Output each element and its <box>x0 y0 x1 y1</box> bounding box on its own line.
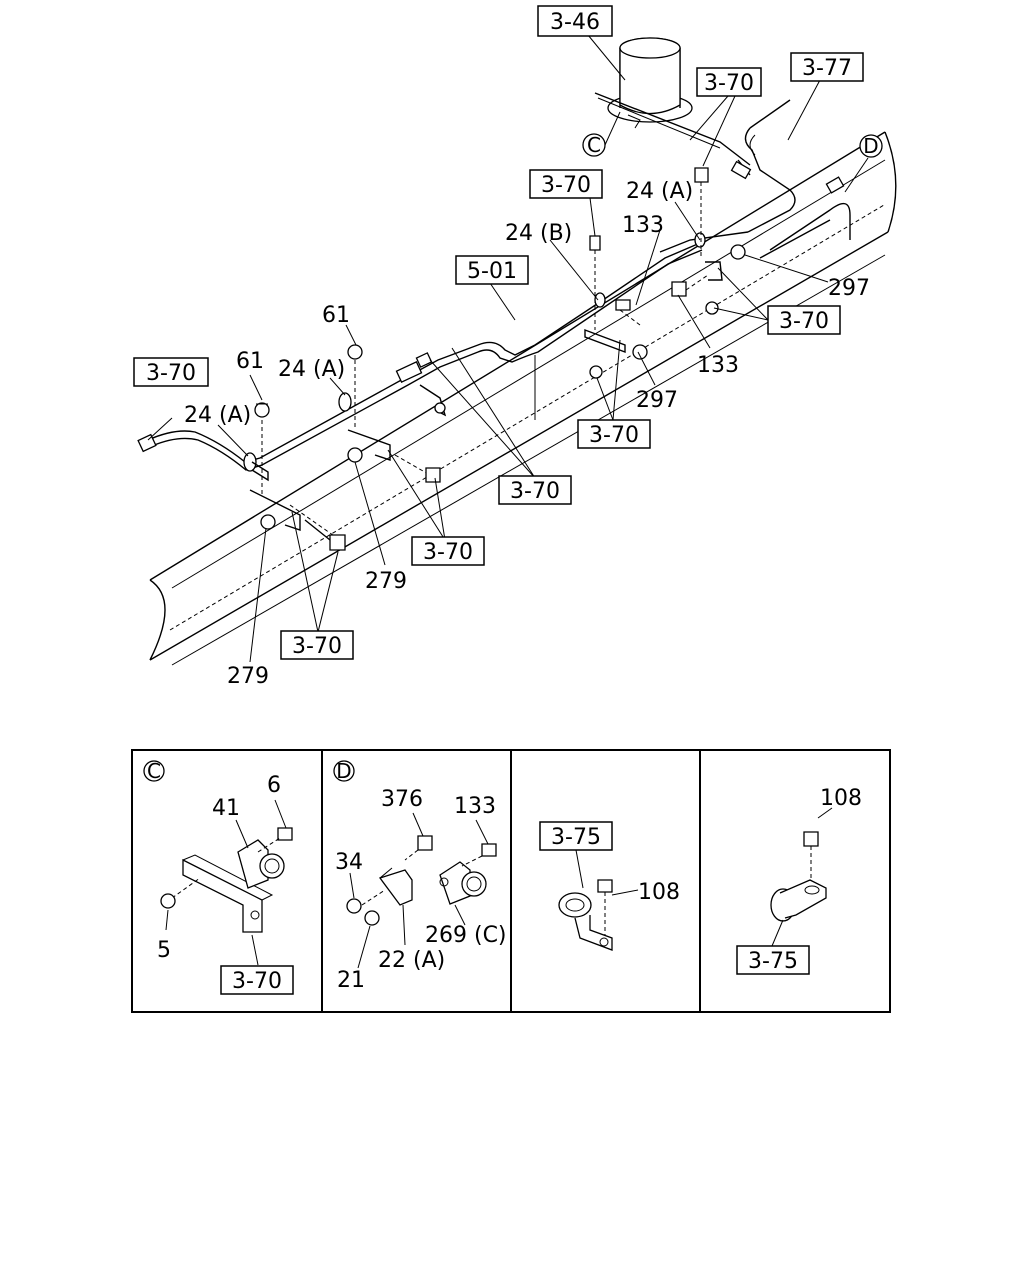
svg-text:279: 279 <box>365 569 407 594</box>
svg-text:3-75: 3-75 <box>551 825 601 850</box>
svg-text:133: 133 <box>622 213 664 238</box>
main-air-pipe <box>137 242 703 471</box>
part-labels: 24 (A) 133 24 (B) 61 61 24 (A) 24 (A) 29… <box>184 179 870 689</box>
svg-text:108: 108 <box>820 786 862 811</box>
svg-text:269 (C): 269 (C) <box>425 923 507 948</box>
svg-text:3-77: 3-77 <box>802 56 852 81</box>
svg-text:3-70: 3-70 <box>292 634 342 659</box>
callout-c-panel: C <box>143 759 165 783</box>
svg-text:21: 21 <box>337 968 365 993</box>
svg-text:24 (A): 24 (A) <box>626 179 693 204</box>
svg-text:297: 297 <box>636 388 678 413</box>
svg-text:3-70: 3-70 <box>541 173 591 198</box>
svg-text:3-70: 3-70 <box>510 479 560 504</box>
svg-text:D: D <box>863 134 878 158</box>
svg-text:34: 34 <box>335 850 363 875</box>
air-pipe-upper <box>659 99 851 259</box>
ref-box-3-70-mid: 3-70 <box>577 419 651 449</box>
reference-boxes: 3-46 3-70 3-77 3-70 5-01 3-70 3-70 3-70 … <box>133 5 864 660</box>
svg-text:3-46: 3-46 <box>550 10 600 35</box>
ref-box-3-70-top: 3-70 <box>696 67 762 97</box>
detail-panel-c: C 6 41 5 3-70 <box>143 759 294 995</box>
svg-text:D: D <box>336 759 351 783</box>
svg-text:3-70: 3-70 <box>779 309 829 334</box>
ref-box-3-46: 3-46 <box>537 5 613 37</box>
ref-box-3-70-center: 3-70 <box>498 475 572 505</box>
svg-text:5: 5 <box>157 938 171 963</box>
svg-text:5-01: 5-01 <box>467 259 517 284</box>
ref-box-3-70-b: 3-70 <box>529 169 603 199</box>
svg-text:24 (A): 24 (A) <box>278 357 345 382</box>
svg-text:279: 279 <box>227 664 269 689</box>
callout-d-main: D <box>859 134 883 158</box>
svg-text:61: 61 <box>236 349 264 374</box>
svg-text:133: 133 <box>697 353 739 378</box>
svg-text:22 (A): 22 (A) <box>378 948 445 973</box>
svg-text:3-70: 3-70 <box>423 540 473 565</box>
callout-c-main: C <box>582 133 606 157</box>
ref-box-3-70-bottom: 3-70 <box>280 630 354 660</box>
detail-panels <box>131 749 891 1013</box>
svg-text:3-70: 3-70 <box>146 361 196 386</box>
svg-text:6: 6 <box>267 773 281 798</box>
svg-text:3-70: 3-70 <box>232 969 282 994</box>
ref-box-3-70-left: 3-70 <box>133 357 209 387</box>
svg-text:41: 41 <box>212 796 240 821</box>
svg-text:C: C <box>587 133 601 157</box>
detail-panel-d: D 376 133 34 269 (C) 22 (A) 21 <box>333 759 507 993</box>
svg-text:24 (B): 24 (B) <box>505 221 572 246</box>
ref-box-5-01: 5-01 <box>455 255 529 285</box>
svg-text:61: 61 <box>322 303 350 328</box>
detail-panel-3: 3-75 108 <box>539 821 680 951</box>
air-tank <box>594 37 751 166</box>
svg-text:376: 376 <box>381 787 423 812</box>
fasteners-main <box>243 167 746 551</box>
svg-text:3-70: 3-70 <box>589 423 639 448</box>
ref-box-3-77: 3-77 <box>790 52 864 82</box>
leader-lines <box>147 34 869 663</box>
svg-text:3-70: 3-70 <box>704 71 754 96</box>
svg-text:3-75: 3-75 <box>748 949 798 974</box>
svg-text:108: 108 <box>638 880 680 905</box>
callout-d-panel: D <box>333 759 355 783</box>
svg-text:24 (A): 24 (A) <box>184 403 251 428</box>
frame-rail <box>149 131 897 666</box>
svg-text:297: 297 <box>828 276 870 301</box>
ref-box-3-70-lower: 3-70 <box>411 536 485 566</box>
svg-text:C: C <box>147 759 161 783</box>
svg-text:133: 133 <box>454 794 496 819</box>
ref-box-3-70-right: 3-70 <box>767 305 841 335</box>
detail-panel-4: 108 3-75 <box>736 786 862 975</box>
